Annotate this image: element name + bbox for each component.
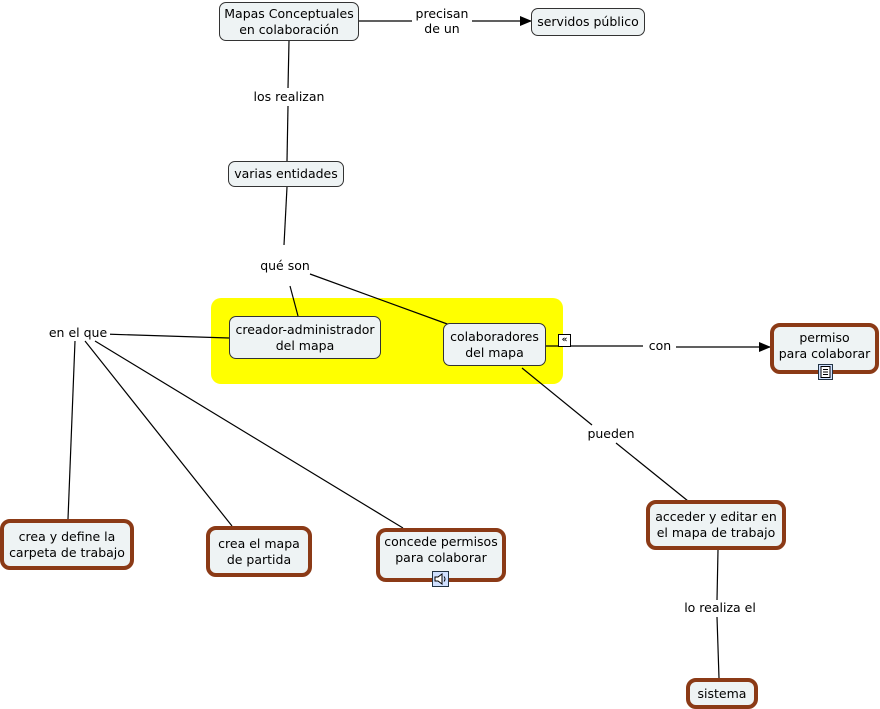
concept-creador-administrador[interactable]: creador-administrador del mapa [229,316,381,359]
concept-acceder-editar[interactable]: acceder y editar en el mapa de trabajo [646,500,786,550]
line-enelque-creadefine [67,340,76,520]
line-mapas-realizan [287,40,290,89]
line-queson-colaboradores [309,273,451,326]
link-con[interactable]: con [644,338,676,353]
document-icon[interactable] [818,364,833,380]
document-glyph [820,366,831,378]
speaker-glyph [434,573,445,585]
double-chevron-left-icon[interactable]: « [558,334,571,347]
concept-varias-entidades[interactable]: varias entidades [228,161,344,187]
line-enelque-concede [94,340,404,529]
line-lorealiza-sistema [716,616,720,679]
line-enelque-creamapa [84,340,233,527]
link-en-el-que[interactable]: en el que [46,325,110,340]
line-acceder-lorealiza [716,549,719,601]
concept-colaboradores[interactable]: colaboradores del mapa [443,323,546,366]
speaker-icon[interactable] [432,571,449,587]
line-entidades-queson [283,186,288,246]
concept-concede-permisos[interactable]: concede permisos para colaborar [376,528,506,582]
line-queson-creador [289,285,299,317]
link-lo-realiza-el[interactable]: lo realiza el [680,600,760,615]
line-realizan-entidades [286,105,289,162]
concept-crea-define[interactable]: crea y define la carpeta de trabajo [0,519,134,570]
link-los-realizan[interactable]: los realizan [249,89,329,104]
concept-servidos-publico[interactable]: servidos público [531,8,645,36]
line-pueden-acceder [615,442,689,502]
line-colaboradores-pueden [521,367,593,426]
concept-crea-mapa[interactable]: crea el mapa de partida [206,526,312,577]
link-pueden[interactable]: pueden [584,426,638,441]
line-creador-enelque [102,333,230,339]
link-precisan-de-un[interactable]: precisan de un [412,6,472,36]
concept-sistema[interactable]: sistema [686,678,758,709]
link-que-son[interactable]: qué son [256,258,314,273]
concept-mapas-conceptuales[interactable]: Mapas Conceptuales en colaboración [219,2,359,41]
